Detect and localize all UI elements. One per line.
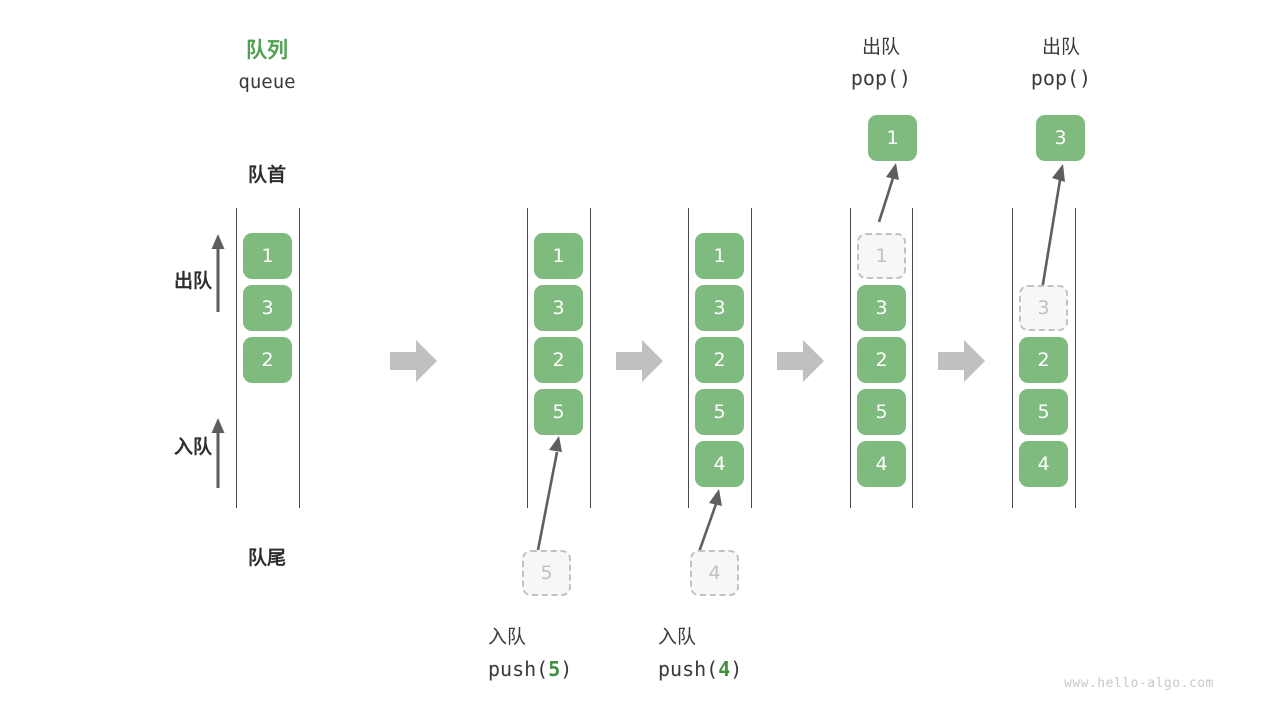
watermark: www.hello-algo.com <box>1064 676 1214 691</box>
push-code-suffix: ) <box>730 657 743 681</box>
queue-cell: 5 <box>695 389 744 435</box>
enqueue-direction-label: 入队 <box>173 436 212 458</box>
queue-cell: 3 <box>695 285 744 331</box>
queue-cell: 3 <box>243 285 292 331</box>
push-source-cell: 4 <box>690 550 739 596</box>
pop-header-cn: 出队 <box>1041 36 1080 58</box>
queue-head-label: 队首 <box>247 164 286 186</box>
queue-cell: 2 <box>243 337 292 383</box>
queue-title-cn: 队列 <box>246 38 288 62</box>
push-code-suffix: ) <box>560 657 573 681</box>
queue-cell: 4 <box>695 441 744 487</box>
queue-cell-vacated: 1 <box>857 233 906 279</box>
queue-rail-left-4 <box>850 208 851 508</box>
queue-cell: 1 <box>534 233 583 279</box>
pop-arrow-icon <box>877 163 899 223</box>
push-arrow-icon <box>697 489 722 553</box>
push-code-value: 4 <box>718 657 731 681</box>
step-transition-arrow-icon <box>938 340 985 382</box>
popped-cell: 3 <box>1036 115 1085 161</box>
push-caption-code: push(4) <box>658 657 838 681</box>
pop-arrow-icon <box>1040 164 1065 291</box>
queue-rail-left-2 <box>527 208 528 508</box>
queue-cell: 2 <box>1019 337 1068 383</box>
queue-rail-right-1 <box>299 208 300 508</box>
queue-rail-left-1 <box>236 208 237 508</box>
popped-cell: 1 <box>868 115 917 161</box>
pop-header-code: pop() <box>1030 66 1092 90</box>
enqueue-direction-arrow-icon <box>211 418 225 488</box>
queue-cell: 5 <box>857 389 906 435</box>
push-arrow-icon <box>536 436 562 551</box>
push-caption-cn: 入队 <box>658 626 697 648</box>
queue-cell: 1 <box>695 233 744 279</box>
queue-cell-vacated: 3 <box>1019 285 1068 331</box>
queue-cell: 3 <box>857 285 906 331</box>
push-source-cell: 5 <box>522 550 571 596</box>
step-transition-arrow-icon <box>390 340 437 382</box>
queue-rail-left-5 <box>1012 208 1013 508</box>
queue-title-code: queue <box>238 71 296 93</box>
queue-rail-right-4 <box>912 208 913 508</box>
queue-cell: 4 <box>857 441 906 487</box>
push-caption-cn: 入队 <box>488 626 527 648</box>
queue-cell: 5 <box>534 389 583 435</box>
pop-header-cn: 出队 <box>861 36 900 58</box>
push-caption-code: push(5) <box>488 657 668 681</box>
push-code-value: 5 <box>548 657 561 681</box>
queue-cell: 2 <box>857 337 906 383</box>
queue-cell: 1 <box>243 233 292 279</box>
push-code-prefix: push( <box>658 657 719 681</box>
step-transition-arrow-icon <box>777 340 824 382</box>
queue-rail-right-2 <box>590 208 591 508</box>
dequeue-direction-label: 出队 <box>173 270 212 292</box>
queue-rail-right-3 <box>751 208 752 508</box>
queue-cell: 3 <box>534 285 583 331</box>
pop-header-code: pop() <box>850 66 912 90</box>
queue-tail-label: 队尾 <box>247 547 286 569</box>
dequeue-direction-arrow-icon <box>211 234 225 312</box>
step-transition-arrow-icon <box>616 340 663 382</box>
queue-rail-right-5 <box>1075 208 1076 508</box>
queue-rail-left-3 <box>688 208 689 508</box>
queue-cell: 4 <box>1019 441 1068 487</box>
push-code-prefix: push( <box>488 657 549 681</box>
queue-cell: 2 <box>534 337 583 383</box>
queue-cell: 5 <box>1019 389 1068 435</box>
queue-cell: 2 <box>695 337 744 383</box>
